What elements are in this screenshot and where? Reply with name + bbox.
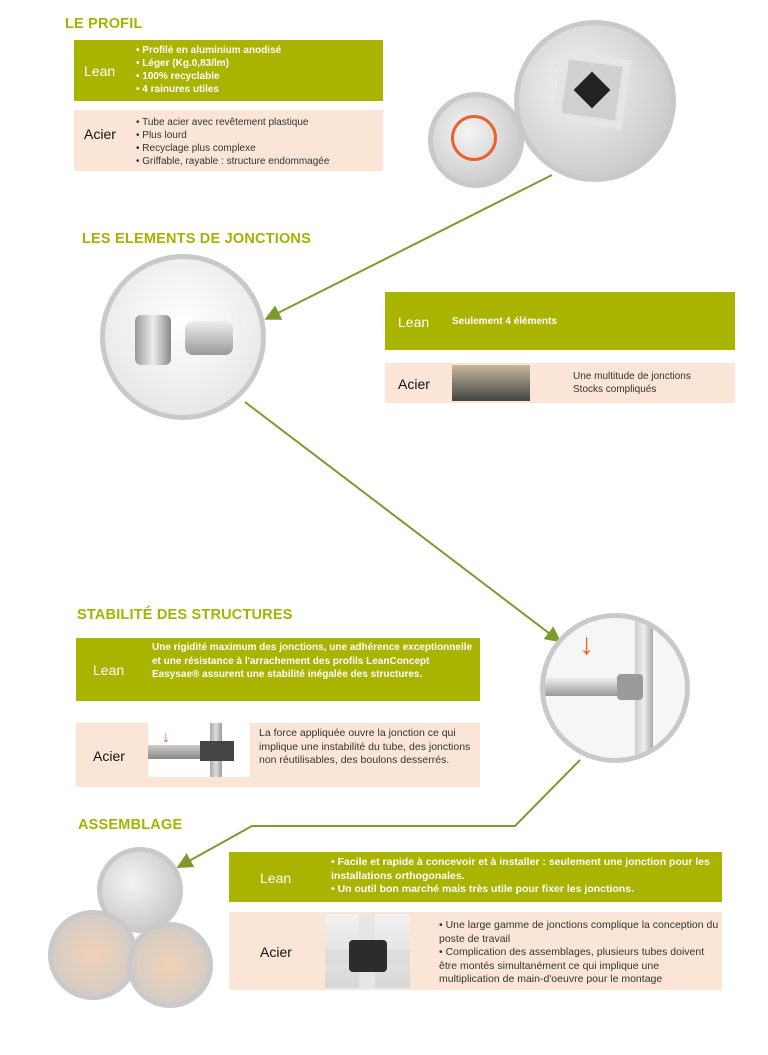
assemblage-acier-box: Acier • Une large gamme de jonctions com…	[229, 912, 722, 990]
list-item: • Complication des assemblages, plusieur…	[439, 946, 705, 985]
arrow-line	[264, 174, 553, 320]
list-item: Profilé en aluminium anodisé	[142, 44, 281, 57]
acier-text: Une multitude de jonctions Stocks compli…	[573, 370, 691, 396]
section-title-profil: LE PROFIL	[65, 16, 143, 32]
stabilite-lean-box: Lean Une rigidité maximum des jonctions,…	[76, 638, 480, 701]
aluminium-profile-image	[514, 20, 676, 182]
section-title-stabilite: STABILITÉ DES STRUCTURES	[77, 607, 293, 623]
assembly-step-image	[127, 922, 213, 1008]
list-item: Tube acier avec revêtement plastique	[142, 116, 329, 129]
acier-label: Acier	[84, 126, 116, 142]
arrow-down-icon: ↓	[579, 628, 594, 661]
steel-joint-image: ↓	[148, 723, 250, 777]
lean-text: Seulement 4 éléments	[452, 316, 558, 327]
list-item: 4 rainures utiles	[142, 83, 281, 96]
lean-text: • Facile et rapide à concevoir et à inst…	[331, 856, 716, 897]
acier-label: Acier	[93, 748, 125, 764]
jonctions-lean-box: Lean Seulement 4 éléments	[385, 292, 735, 350]
stabilite-acier-box: Acier ↓ La force appliquée ouvre la jonc…	[76, 723, 480, 787]
acier-text: • Une large gamme de jonctions complique…	[439, 919, 719, 987]
arrow-down-icon: ↓	[162, 729, 170, 746]
assembly-step-image	[48, 910, 138, 1000]
list-item: 100% recyclable	[142, 70, 281, 83]
steel-junctions-image	[452, 365, 530, 401]
jonctions-acier-box: Acier Une multitude de jonctions Stocks …	[385, 363, 735, 403]
list-item: Plus lourd	[142, 129, 329, 142]
list-item: Griffable, rayable : structure endommagé…	[142, 155, 329, 168]
acier-list: Tube acier avec revêtement plastique Plu…	[134, 116, 329, 168]
list-item: Léger (Kg.0,83/lm)	[142, 57, 281, 70]
list-item: • Un outil bon marché mais très utile po…	[331, 883, 634, 895]
steel-tube-image	[428, 92, 524, 188]
acier-line: Une multitude de jonctions	[573, 371, 691, 382]
lean-label: Lean	[398, 314, 430, 330]
lean-label: Lean	[84, 63, 116, 79]
assemblage-lean-box: Lean • Facile et rapide à concevoir et à…	[229, 852, 722, 902]
acier-label: Acier	[398, 376, 430, 392]
steel-cross-joint-image	[325, 914, 410, 988]
acier-line: Stocks compliqués	[573, 384, 657, 395]
profil-lean-box: Lean Profilé en aluminium anodisé Léger …	[74, 40, 383, 101]
lean-text: Une rigidité maximum des jonctions, une …	[152, 642, 473, 680]
lean-label: Lean	[93, 662, 125, 678]
acier-label: Acier	[260, 944, 292, 960]
profil-acier-box: Acier Tube acier avec revêtement plastiq…	[74, 110, 383, 171]
junction-elements-image	[100, 254, 266, 420]
lean-joint-image: ↓	[540, 613, 690, 763]
section-title-assemblage: ASSEMBLAGE	[78, 817, 183, 833]
list-item: • Facile et rapide à concevoir et à inst…	[331, 856, 710, 882]
list-item: • Une large gamme de jonctions complique…	[439, 919, 719, 945]
section-title-jonctions: LES ELEMENTS DE JONCTIONS	[82, 231, 311, 247]
lean-list: Profilé en aluminium anodisé Léger (Kg.0…	[134, 44, 281, 96]
acier-text: La force appliquée ouvre la jonction ce …	[259, 727, 471, 766]
arrow-line	[176, 759, 581, 868]
list-item: Recyclage plus complexe	[142, 142, 329, 155]
arrow-line	[244, 401, 562, 643]
lean-label: Lean	[260, 870, 292, 886]
